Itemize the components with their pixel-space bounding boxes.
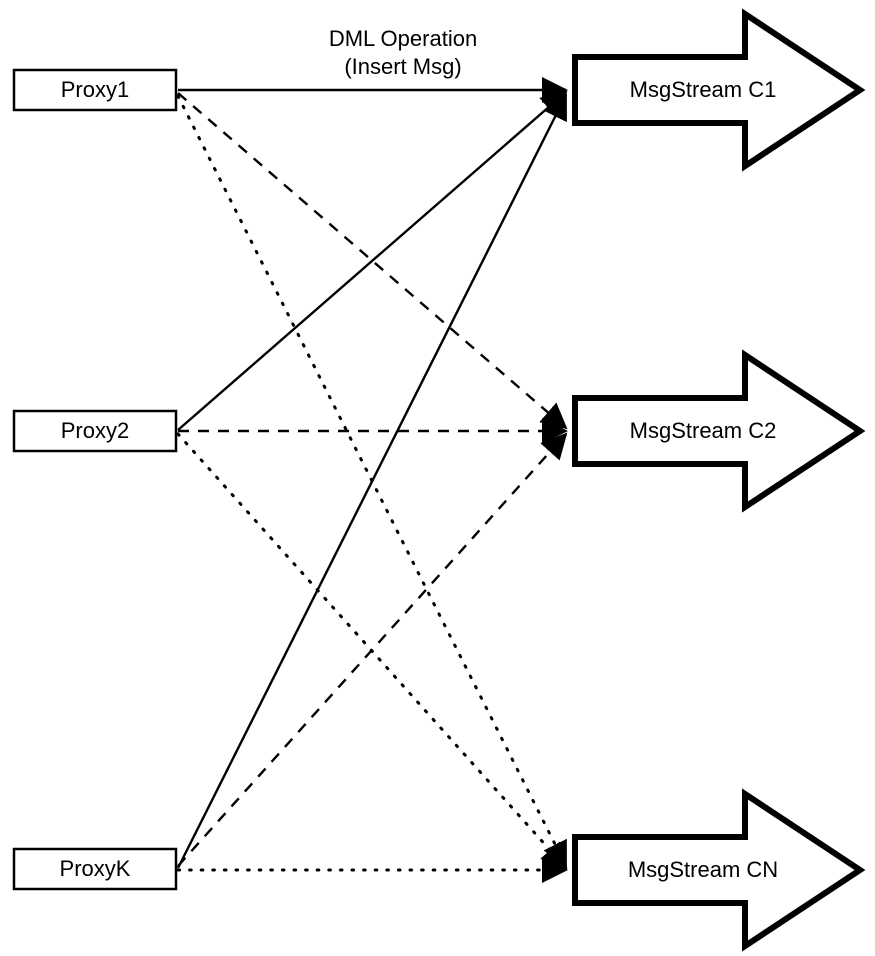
- msgstream-cn-arrow-shape[interactable]: [572, 788, 866, 952]
- proxy2-label: Proxy2: [61, 418, 129, 443]
- edge-label-line2: (Insert Msg): [344, 54, 461, 79]
- msgstream-c1-label: MsgStream C1: [630, 77, 777, 102]
- msgstream-c1-arrow-shape[interactable]: [572, 8, 866, 172]
- node-msgstream-c2[interactable]: MsgStream C2: [572, 349, 866, 513]
- node-proxy1[interactable]: Proxy1: [12, 68, 178, 112]
- msgstream-c2-arrow-shape[interactable]: [572, 349, 866, 513]
- connection-proxy2-to-cn: [176, 432, 568, 870]
- node-proxy2[interactable]: Proxy2: [12, 409, 178, 453]
- edge-label-line1: DML Operation: [329, 26, 477, 51]
- proxy1-label: Proxy1: [61, 77, 129, 102]
- node-proxyk[interactable]: ProxyK: [12, 847, 178, 891]
- proxy2-box[interactable]: [12, 409, 178, 453]
- msgstream-c2-label: MsgStream C2: [630, 418, 777, 443]
- proxy1-box[interactable]: [12, 68, 178, 112]
- proxyk-label: ProxyK: [60, 856, 131, 881]
- node-msgstream-cn[interactable]: MsgStream CN: [572, 788, 866, 952]
- msgstream-cn-label: MsgStream CN: [628, 857, 778, 882]
- connection-proxy1-to-c2: [177, 92, 568, 430]
- proxyk-box[interactable]: [12, 847, 178, 891]
- connection-proxy1-to-cn: [176, 94, 568, 868]
- connection-proxy2-to-c1: [177, 90, 568, 431]
- node-msgstream-c1[interactable]: MsgStream C1: [572, 8, 866, 172]
